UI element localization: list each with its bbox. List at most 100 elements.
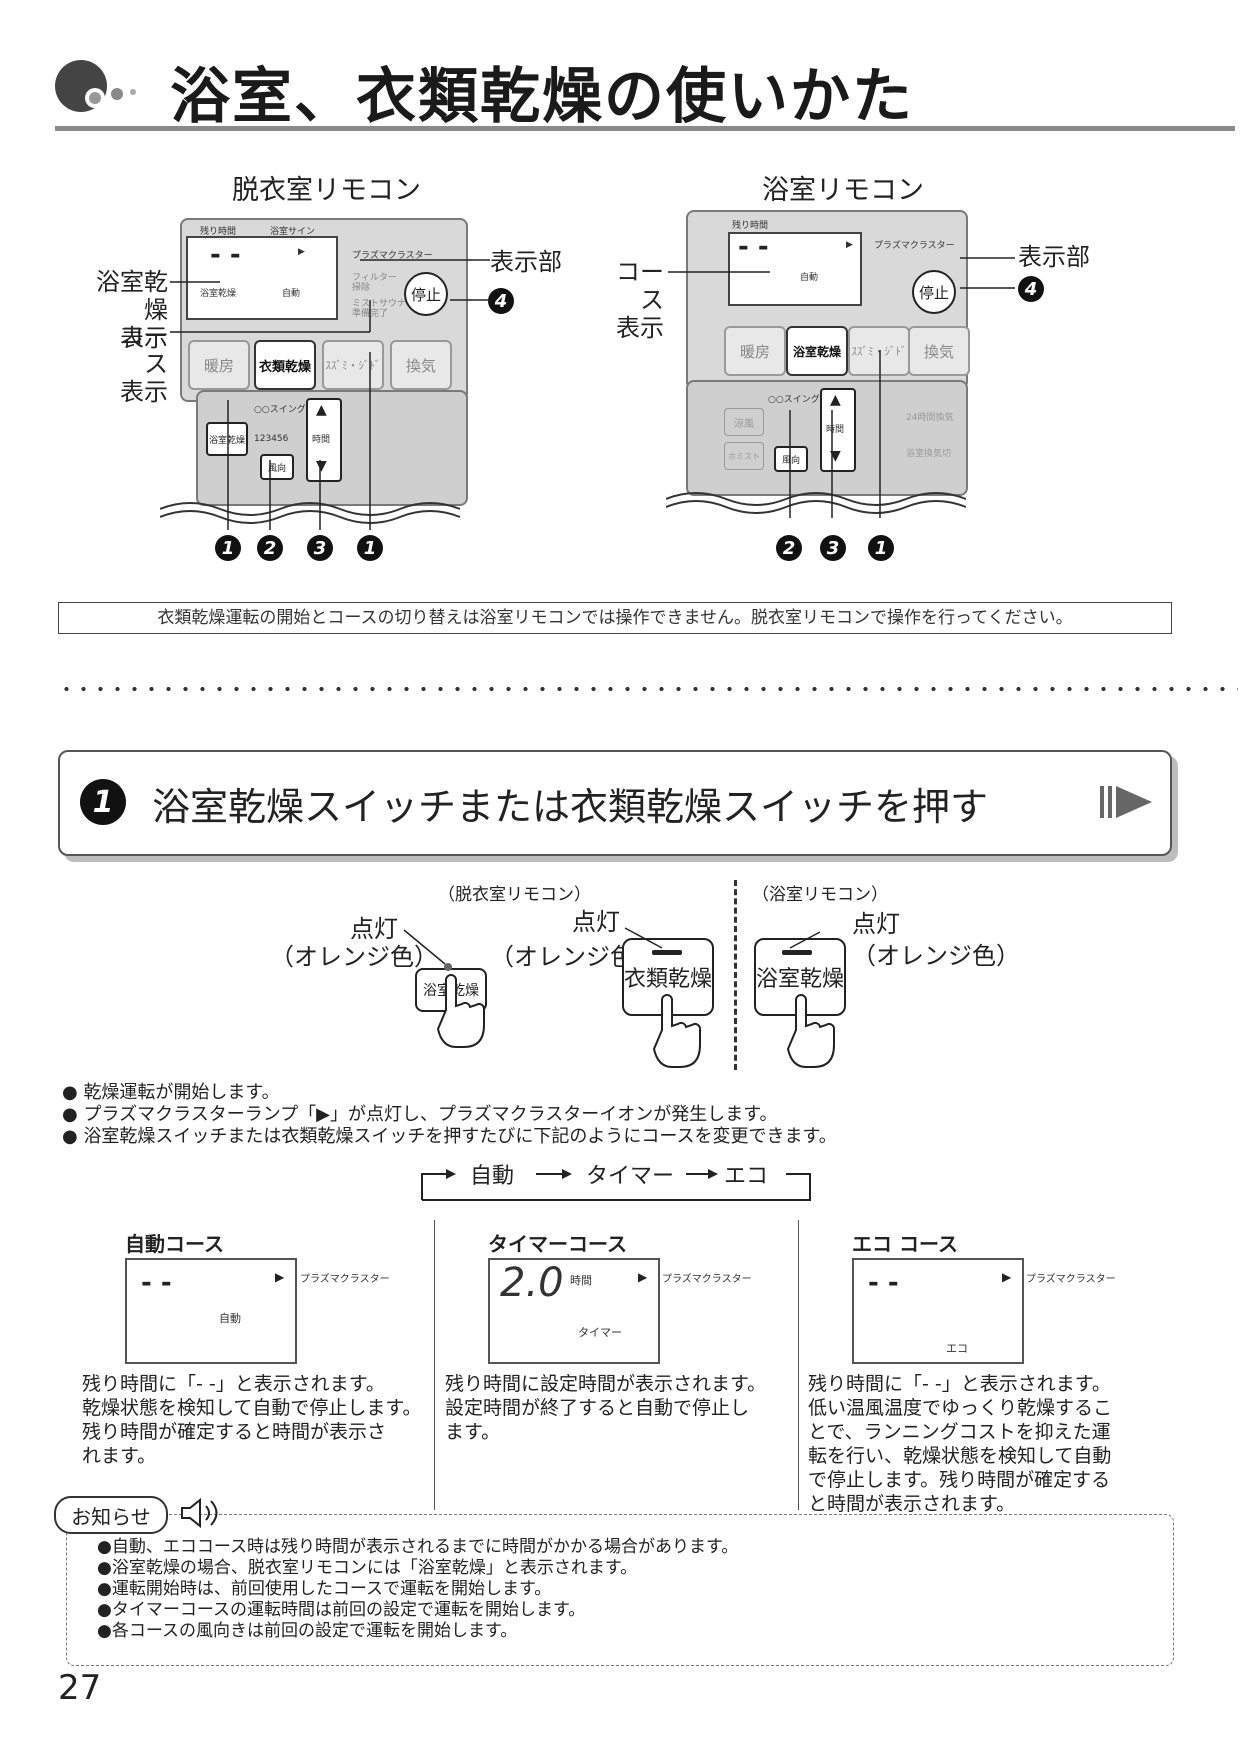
remote1-yokushitsu-button[interactable]: 浴室乾燥: [206, 422, 248, 456]
remote2-course-callout: コース表示: [616, 258, 664, 342]
remote2-cool-wind-button[interactable]: 涼風: [724, 408, 764, 436]
course-separator: [798, 1220, 799, 1510]
remote2-time-stepper[interactable]: ▲ 時間 ▼: [820, 388, 856, 472]
remote1-mist-label: ミストサウナ: [352, 299, 407, 309]
remote2-bath-dry-button[interactable]: 浴室乾燥: [786, 326, 848, 376]
up-arrow-icon[interactable]: ▲: [830, 392, 841, 408]
remote2-wind-button[interactable]: 風向: [774, 446, 808, 472]
notice-item: ●浴室乾燥の場合、脱衣室リモコンには「浴室乾燥」と表示されます。: [97, 1558, 638, 1578]
remote1-label: 脱衣室リモコン: [232, 175, 421, 206]
remote1-time-stepper[interactable]: ▲ 時間 ▼: [306, 398, 342, 482]
remote1-num-c: 3: [307, 535, 333, 561]
course-auto-lcd: - - ▶ 自動: [125, 1258, 297, 1364]
lit-label-b: 点灯: [572, 908, 620, 936]
course-eco-lcd: - - ▶ エコ: [852, 1258, 1024, 1364]
course-auto-dashes: - -: [141, 1268, 172, 1298]
course-auto-desc: 残り時間に「- -」と表示されます。乾燥状態を検知して自動で停止します。残り時間…: [82, 1373, 422, 1467]
remote2-24h-label: 24時間換気: [906, 413, 954, 423]
lit-label-c: 点灯: [852, 910, 900, 938]
remote1-num4: 4: [488, 288, 514, 314]
remote1-lcd-dashes: - -: [210, 240, 241, 270]
bullet-item: ● プラズマクラスターランプ「▶」が点灯し、プラズマクラスターイオンが発生します…: [62, 1104, 778, 1125]
course-timer-plasma: プラズマクラスター: [662, 1274, 752, 1285]
page-title: 浴室、衣類乾燥の使いかた: [170, 62, 914, 132]
step1-divider: [734, 880, 737, 1070]
remote1-lcd: 残り時間 浴室サイン - - ▶ 浴室乾燥 自動: [186, 227, 338, 320]
notice-item: ●タイマーコースの運転時間は前回の設定で運転を開始します。: [97, 1600, 586, 1620]
remote1-lcd-auto: 自動: [282, 289, 301, 299]
remote1-wave: [160, 502, 461, 524]
course-cycle-arrows: [421, 1169, 811, 1201]
remote2-upper: 残り時間 - - ▶ 自動 プラズマクラスター 停止 暖房 浴室乾燥 ｽｽﾞﾐ・…: [686, 210, 970, 390]
remote2-lower: 涼風 ホミスト ○○スイング 風向 ▲ 時間 ▼ 24時間換気 浴室換気切: [686, 380, 968, 496]
note-box: 衣類乾燥運転の開始とコースの切り替えは浴室リモコンでは操作できません。脱衣室リモ…: [58, 602, 1172, 634]
remote1-time-label: 時間: [312, 435, 331, 445]
step1-right-caption: （浴室リモコン）: [752, 885, 888, 905]
remote1-clothes-dry-button[interactable]: 衣類乾燥: [254, 340, 316, 390]
cycle-eco: エコ: [724, 1164, 769, 1189]
remote2-leader-lines: [668, 257, 1015, 518]
plasma-arrow-icon: ▶: [1002, 1270, 1012, 1284]
notice-item: ●各コースの風向きは前回の設定で運転を開始します。: [97, 1621, 518, 1641]
remote1-num-d: 1: [357, 535, 383, 561]
remote2-stop-button[interactable]: 停止: [912, 270, 956, 314]
course-auto-label: 自動: [219, 1312, 241, 1325]
notice-box: ●自動、エココース時は残り時間が表示されるまでに時間がかかる場合があります。 ●…: [66, 1514, 1174, 1666]
remote2-num-c: 1: [868, 535, 894, 561]
notice-item: ●自動、エココース時は残り時間が表示されるまでに時間がかかる場合があります。: [97, 1537, 739, 1557]
remote2-wave: [666, 492, 967, 514]
course-timer-desc: 残り時間に設定時間が表示されます。設定時間が終了すると自動で停止します。: [445, 1373, 767, 1443]
remote1-heat-button[interactable]: 暖房: [188, 340, 250, 390]
remote1-plasma-label: プラズマクラスター: [352, 251, 433, 261]
remote1-yokushitsu-callout: 浴室乾燥表示: [96, 268, 168, 352]
up-arrow-icon[interactable]: ▲: [316, 402, 327, 418]
remote2-swing-label: ○○スイング: [768, 395, 820, 405]
remote2-dry-off-label: 浴室換気切: [906, 449, 952, 459]
step1-left-caption: （脱衣室リモコン）: [438, 885, 591, 905]
remote1-num-b: 2: [257, 535, 283, 561]
notice-label: お知らせ: [54, 1496, 168, 1534]
remote1-stop-button[interactable]: 停止: [404, 272, 448, 316]
page-number: 27: [58, 1668, 102, 1708]
remote1-wind-button[interactable]: 風向: [260, 454, 294, 480]
remote1-filter-label: フィルター: [352, 273, 397, 283]
course-eco-plasma: プラズマクラスター: [1026, 1274, 1116, 1285]
bullet-item: ● 乾燥運転が開始します。: [62, 1082, 280, 1103]
remote1-num-a: 1: [215, 535, 241, 561]
course-timer-label: タイマー: [578, 1326, 622, 1339]
remote1-upper: 残り時間 浴室サイン - - ▶ 浴室乾燥 自動 プラズマクラスター フィルター…: [180, 218, 468, 402]
plasma-arrow-icon: ▶: [638, 1270, 648, 1284]
remote1-course-callout: コース表示: [120, 322, 168, 406]
remote2-heat-button[interactable]: 暖房: [724, 326, 786, 376]
notice-item: ●運転開始時は、前回使用したコースで運転を開始します。: [97, 1579, 552, 1599]
orange-label-c: （オレンジ色）: [852, 942, 1020, 970]
course-eco-dashes: - -: [868, 1268, 899, 1298]
bullet-list: ● 乾燥運転が開始します。 ● プラズマクラスターランプ「▶」が点灯し、プラズマ…: [62, 1082, 837, 1148]
remote2-mist-button[interactable]: ホミスト: [724, 442, 764, 470]
notice-list: ●自動、エココース時は残り時間が表示されるまでに時間がかかる場合があります。 ●…: [97, 1537, 738, 1642]
remote1-cool-button[interactable]: ｽｽﾞﾐ・ｼﾞﾄﾞ: [322, 340, 384, 390]
remote2-vent-button[interactable]: 換気: [908, 326, 970, 376]
remote2-num-b: 3: [820, 535, 846, 561]
bullet-dots-icon: [55, 60, 136, 112]
remote2-num-a: 2: [776, 535, 802, 561]
remote1-vent-button[interactable]: 換気: [390, 340, 452, 390]
remote1-lcd-yokushitsu: 浴室乾燥: [200, 289, 237, 299]
lit-label-a: 点灯: [350, 915, 398, 943]
course-timer-lcd: 2.0 時間 ▶ タイマー: [488, 1258, 660, 1364]
dotted-divider: [58, 687, 1238, 691]
remote1-filter-label2: 掃除: [352, 283, 371, 293]
down-arrow-icon[interactable]: ▼: [830, 448, 841, 464]
course-auto-plasma: プラズマクラスター: [300, 1274, 390, 1285]
title-bar: 浴室、衣類乾燥の使いかた: [55, 40, 1235, 135]
remote1-display-callout: 表示部: [490, 248, 562, 276]
down-arrow-icon[interactable]: ▼: [316, 458, 327, 474]
cycle-timer: タイマー: [586, 1164, 675, 1189]
remote2-plasma-label: プラズマクラスター: [874, 241, 955, 251]
remote1-lcd-arrow: ▶: [298, 247, 305, 257]
course-timer-unit: 時間: [570, 1274, 592, 1287]
next-arrow-icon: [1100, 786, 1152, 818]
course-eco-desc: 残り時間に「- -」と表示されます。低い温風温度でゆっくり乾燥することで、ランニ…: [808, 1373, 1113, 1515]
course-eco-label: エコ: [946, 1342, 968, 1355]
remote1-swing-nums: 123456: [254, 434, 289, 444]
